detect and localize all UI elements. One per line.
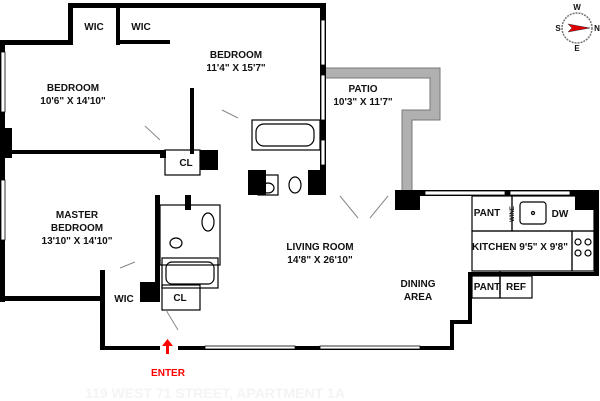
bedroom-top-dim: 11'4" X 15'7" (206, 63, 266, 74)
ref-label: REF (506, 282, 526, 293)
living-room-dim: 14'8" X 26'10" (287, 255, 353, 266)
compass-w: W (573, 3, 581, 12)
bedroom-left-dim: 10'6" X 14'10" (40, 96, 106, 107)
watermark: 119 WEST 71 STREET, APARTMENT 1A (85, 385, 345, 401)
compass-icon: W E S N (555, 3, 600, 53)
windows (0, 19, 571, 350)
closet-label-2: CL (173, 293, 186, 304)
wic-label-1: WIC (84, 22, 103, 33)
bedroom-top-name: BEDROOM (210, 50, 262, 61)
dining-area-name: DINING (401, 279, 436, 290)
wic-label-2: WIC (131, 22, 150, 33)
compass-e: E (574, 44, 580, 53)
kitchen-label: KITCHEN 9'5" X 9'8" (472, 242, 568, 253)
entry-arrowhead-icon (162, 339, 173, 346)
patio-outline (324, 67, 441, 194)
dining-area-name-2: AREA (404, 292, 432, 303)
compass-s: S (555, 24, 561, 33)
master-bedroom-dim: 13'10" X 14'10" (42, 236, 113, 247)
pantry-label-2: PANT (474, 282, 500, 293)
compass-n: N (594, 24, 600, 33)
enter-label: ENTER (151, 368, 186, 379)
living-room-name: LIVING ROOM (286, 242, 353, 253)
fixtures (119, 109, 595, 331)
pantry-label-1: PANT (474, 208, 500, 219)
patio-name: PATIO (348, 84, 377, 95)
bedroom-left-name: BEDROOM (47, 83, 99, 94)
patio-dim: 10'3" X 11'7" (333, 97, 393, 108)
master-bedroom-name-2: BEDROOM (51, 223, 103, 234)
master-bedroom-name: MASTER (56, 210, 99, 221)
closet-label-1: CL (179, 158, 192, 169)
dw-label: DW (552, 209, 569, 220)
entry-arrow-icon (166, 342, 169, 354)
wic-label-3: WIC (114, 294, 133, 305)
wine-label: WINE (510, 206, 516, 222)
